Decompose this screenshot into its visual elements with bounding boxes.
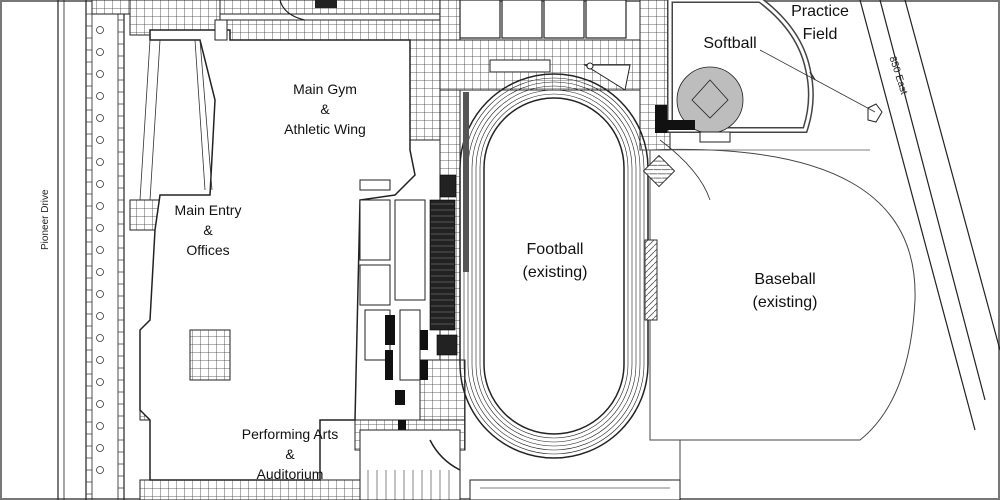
practice-field-line2: Field — [802, 26, 838, 43]
jump-pit — [583, 64, 631, 91]
pit-area — [489, 59, 551, 73]
softball-line1: Softball — [703, 35, 757, 52]
corridor-structures — [359, 199, 426, 381]
performing-arts-line2: & — [285, 446, 295, 462]
bottom-structure — [469, 479, 681, 500]
pioneer-drive-label: Pioneer Drive — [40, 189, 51, 250]
baseball-label: Baseball (existing) — [735, 268, 835, 314]
practice-field-marker — [867, 103, 883, 123]
practice-field-label: Practice Field — [780, 0, 860, 46]
football-line2: (existing) — [522, 264, 588, 281]
throw-circle — [586, 62, 594, 70]
entry-wing-lines — [139, 39, 213, 201]
football-line1: Football — [526, 241, 584, 258]
gym-door-block — [359, 179, 391, 191]
main-entry-line2: & — [203, 222, 213, 238]
softball-bleacher — [655, 105, 667, 133]
softball-backstop — [699, 131, 731, 143]
lower-parking — [359, 429, 461, 500]
main-entry-line3: Offices — [186, 242, 230, 258]
main-gym-line2: & — [320, 101, 330, 117]
tennis-courts — [459, 0, 627, 39]
baseball-line2: (existing) — [752, 294, 818, 311]
performing-arts-line3: Auditorium — [256, 466, 324, 482]
tree-markers — [96, 26, 104, 474]
top-bench — [315, 0, 337, 8]
gym-stair — [214, 19, 228, 41]
softball-diamond — [691, 79, 729, 119]
baseball-line1: Baseball — [754, 271, 816, 288]
main-gym-line1: Main Gym — [293, 81, 357, 97]
practice-field-line — [759, 49, 876, 113]
parking-ticks — [86, 7, 124, 495]
main-entry-line1: Main Entry — [174, 202, 242, 218]
home-bleachers — [429, 174, 458, 356]
bleacher-rows — [431, 203, 454, 325]
football-label: Football (existing) — [505, 238, 605, 284]
softball-dugout — [665, 120, 695, 130]
auditorium-seating-block — [189, 329, 231, 381]
baseball-field-boundary — [649, 148, 916, 500]
pioneer-drive-road — [57, 0, 125, 500]
practice-field-line1: Practice — [791, 3, 849, 20]
lower-parking-stalls — [367, 470, 450, 500]
track-straight-marking — [463, 92, 469, 272]
main-gym-label: Main Gym & Athletic Wing — [265, 79, 385, 139]
east-850-road — [859, 0, 1000, 431]
baseball-diamond-pad — [642, 154, 676, 188]
baseball-bleacher — [644, 239, 658, 321]
performing-arts-label: Performing Arts & Auditorium — [230, 424, 350, 484]
main-gym-line3: Athletic Wing — [284, 121, 366, 137]
corridor-black-blocks — [385, 315, 428, 432]
softball-label: Softball — [690, 32, 770, 55]
lower-drive-curve — [429, 439, 461, 471]
main-entry-label: Main Entry & Offices — [158, 200, 258, 260]
performing-arts-line1: Performing Arts — [241, 426, 339, 442]
